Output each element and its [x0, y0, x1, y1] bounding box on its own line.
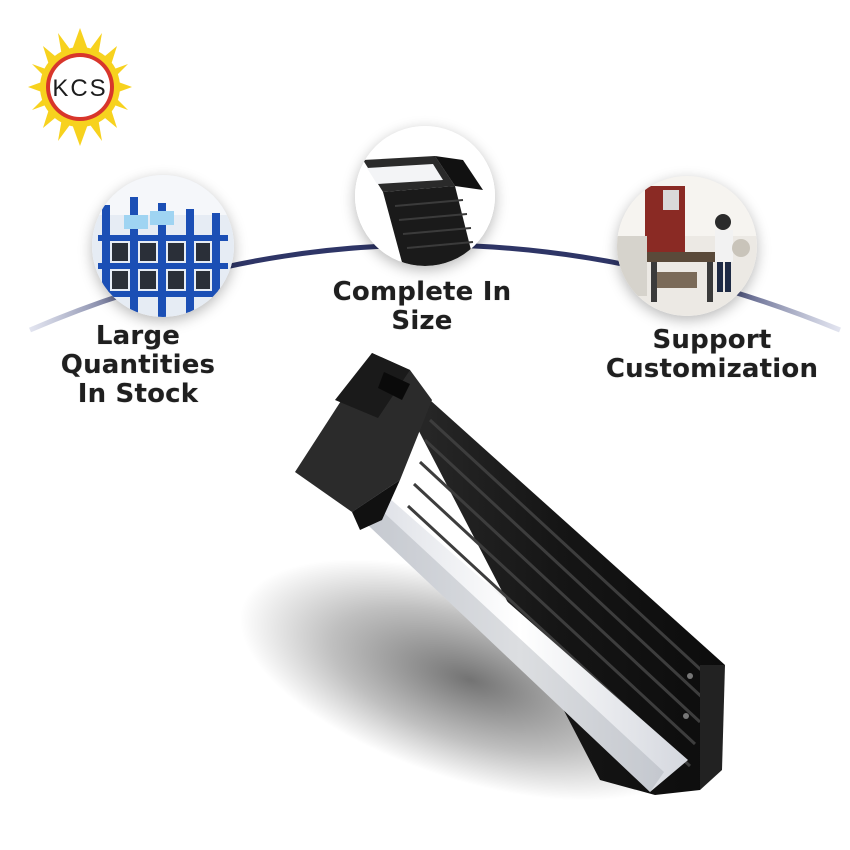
warehouse-photo — [92, 175, 234, 317]
feature-label-custom-line2: Customization — [605, 354, 819, 384]
feature-label-size: Complete In Size — [300, 278, 544, 336]
feature-label-size-line1: Complete In Size — [332, 277, 512, 336]
feature-label-stock-line1: Large Quantities — [60, 321, 216, 380]
kcs-logo: KCS — [28, 28, 132, 146]
feature-label-stock: Large Quantities In Stock — [20, 322, 256, 409]
feature-label-custom: Support Customization — [596, 326, 828, 384]
light-bar-closeup-photo — [355, 126, 495, 266]
feature-label-custom-line1: Support — [652, 325, 772, 355]
workshop-photo — [617, 176, 757, 316]
feature-label-stock-line2: In Stock — [77, 379, 199, 409]
logo-text: KCS — [52, 75, 107, 102]
